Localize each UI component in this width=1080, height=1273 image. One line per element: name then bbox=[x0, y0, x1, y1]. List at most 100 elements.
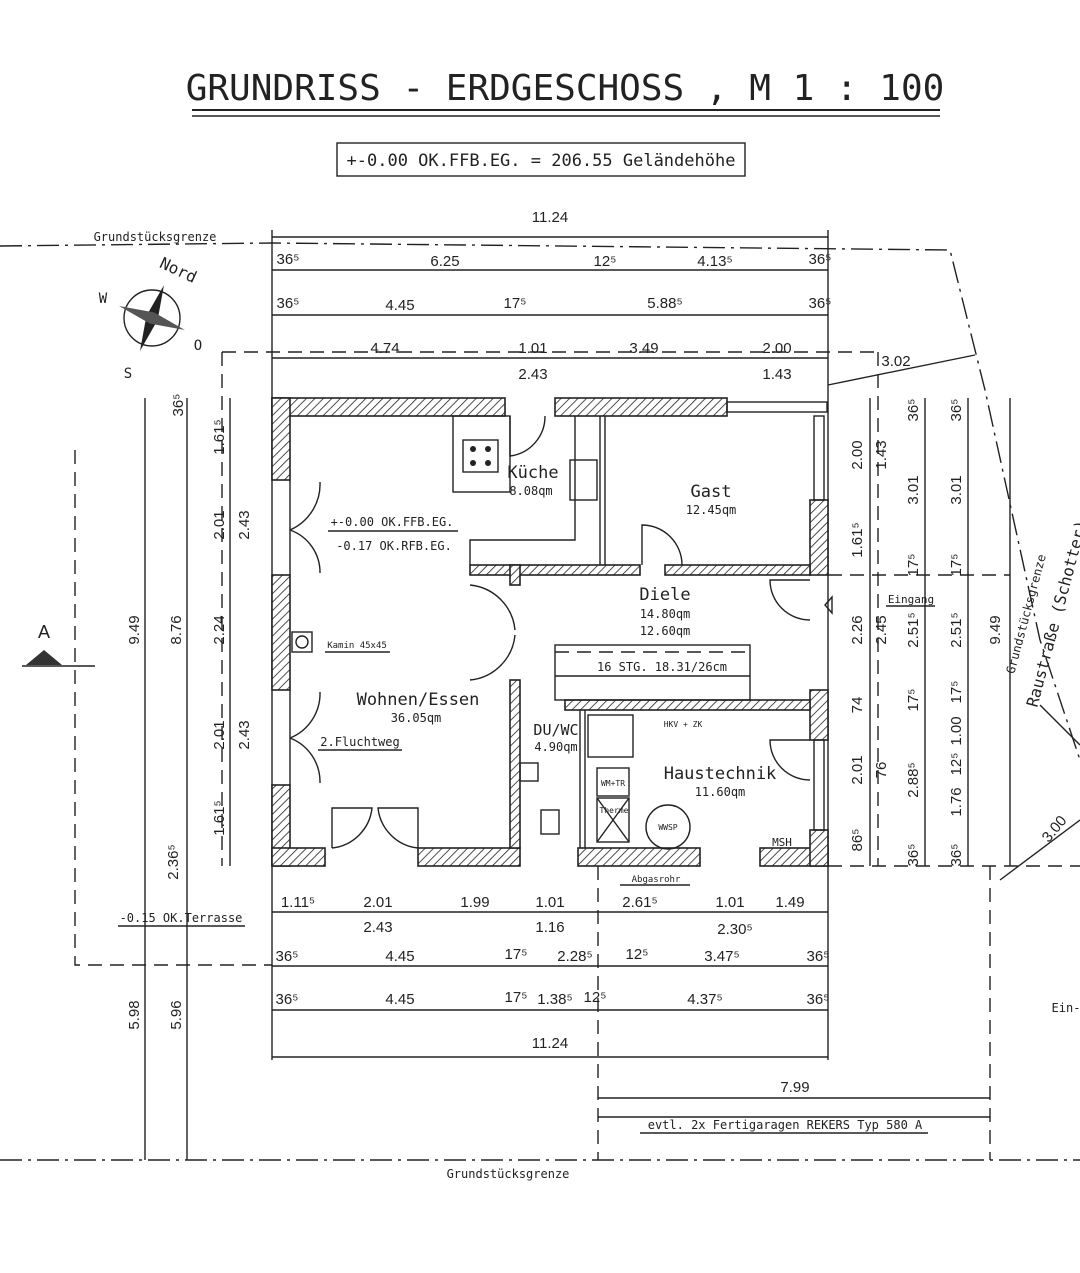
dimension-lines bbox=[74, 230, 1080, 1160]
fluchtweg-label: 2.Fluchtweg bbox=[320, 735, 399, 749]
dimension-label: 17⁵ bbox=[504, 295, 527, 312]
dimension-label: 1.61⁵ bbox=[849, 522, 866, 557]
dimension-label: 17⁵ bbox=[905, 689, 922, 712]
room-name-wohnen-essen: Wohnen/Essen bbox=[357, 690, 480, 710]
dimension-label: 86⁵ bbox=[849, 829, 866, 852]
therme-label: Therme bbox=[600, 806, 629, 815]
kamin-label: Kamin 45x45 bbox=[327, 641, 387, 651]
dimension-label: 36⁵ bbox=[277, 295, 300, 312]
dimension-label: 2.51⁵ bbox=[948, 612, 965, 647]
dimension-label: 17⁵ bbox=[948, 681, 965, 704]
dimension-label: 1.49 bbox=[775, 894, 804, 911]
street-width-dim: 3.00 bbox=[1039, 812, 1071, 845]
room-name-gast: Gast bbox=[691, 482, 732, 502]
garage-label: evtl. 2x Fertigaragen REKERS Typ 580 A bbox=[648, 1118, 923, 1132]
dimension-label: 74 bbox=[849, 697, 866, 714]
ein-label: Ein- bbox=[1052, 1001, 1080, 1015]
dimension-label: 6.25 bbox=[430, 253, 459, 270]
dimension-label: 11.24 bbox=[532, 209, 568, 226]
dimension-label: 1.38⁵ bbox=[537, 991, 572, 1008]
dimension-label: 36⁵ bbox=[276, 948, 299, 965]
dimension-label: 5.98 bbox=[126, 1000, 143, 1029]
room-area-wohnen-essen: 36.05qm bbox=[391, 711, 442, 725]
dimension-label: 1.43 bbox=[762, 366, 791, 383]
dimension-label: 17⁵ bbox=[948, 554, 965, 577]
dimension-label: 36⁵ bbox=[905, 844, 922, 867]
dimension-label: 2.24 bbox=[211, 615, 228, 644]
dimension-label: 1.43 bbox=[873, 440, 890, 469]
dimension-label: 36⁵ bbox=[905, 399, 922, 422]
property-boundary-lines bbox=[0, 242, 1080, 1161]
dimension-label: 76 bbox=[873, 762, 890, 779]
wmtr-label: WM+TR bbox=[601, 779, 625, 788]
compass-icon bbox=[119, 285, 185, 351]
room-name-du-wc: DU/WC bbox=[533, 721, 578, 739]
abgasrohr-label: Abgasrohr bbox=[632, 875, 681, 885]
dimension-label: 36⁵ bbox=[807, 948, 830, 965]
dimension-label: 36⁵ bbox=[807, 991, 830, 1008]
dimension-label: 4.45 bbox=[385, 991, 414, 1008]
dimension-label: 9.49 bbox=[126, 615, 143, 644]
dimension-label: 2.88⁵ bbox=[905, 762, 922, 797]
dimension-label: 1.61⁵ bbox=[211, 419, 228, 454]
dimension-label: 3.47⁵ bbox=[704, 948, 739, 965]
dimension-label: 36⁵ bbox=[277, 251, 300, 268]
rfb-level: -0.17 OK.RFB.EG. bbox=[336, 539, 452, 553]
dimension-label: 2.00 bbox=[762, 340, 791, 357]
dimension-label: 5.88⁵ bbox=[647, 295, 682, 312]
dimension-label: 36⁵ bbox=[948, 844, 965, 867]
dimension-label: 2.00 bbox=[849, 440, 866, 469]
exterior-walls bbox=[271, 397, 829, 867]
dimension-label: 5.96 bbox=[168, 1000, 185, 1029]
dimension-label: 2.43 bbox=[236, 720, 253, 749]
dimension-label: 2.01 bbox=[211, 510, 228, 539]
dimension-label: 2.30⁵ bbox=[717, 921, 752, 938]
compass-west-label: W bbox=[99, 291, 108, 307]
wwsp-label: WWSP bbox=[658, 823, 677, 832]
dimension-label: 4.37⁵ bbox=[687, 991, 722, 1008]
dimension-label: 4.45 bbox=[385, 948, 414, 965]
dimension-label: 2.01 bbox=[211, 720, 228, 749]
boundary-label-bottom: Grundstücksgrenze bbox=[447, 1167, 570, 1181]
compass-east-label: O bbox=[194, 338, 202, 354]
dimension-label: 12⁵ bbox=[584, 989, 607, 1006]
dimension-label: 2.43 bbox=[363, 919, 392, 936]
room-area-diele: 14.80qm bbox=[640, 607, 691, 621]
hkv-label: HKV + ZK bbox=[664, 720, 703, 729]
dimension-label: 1.11⁵ bbox=[281, 894, 315, 911]
boundary-label-top: Grundstücksgrenze bbox=[94, 230, 217, 244]
dimension-label: 11.24 bbox=[532, 1035, 568, 1052]
compass-north-label: Nord bbox=[157, 253, 200, 287]
dimension-label: 1.61⁵ bbox=[211, 800, 228, 835]
ffb-level: +-0.00 OK.FFB.EG. bbox=[331, 515, 454, 529]
room-area-kueche: 8.08qm bbox=[509, 484, 552, 498]
compass-south-label: S bbox=[124, 366, 132, 382]
dimension-label: 2.51⁵ bbox=[905, 612, 922, 647]
underlines bbox=[118, 530, 935, 1134]
room-area-haustechnik: 11.60qm bbox=[695, 785, 746, 799]
section-marker-icon bbox=[26, 650, 62, 665]
room-name-kueche: Küche bbox=[507, 463, 558, 483]
section-marker-label: A bbox=[38, 622, 50, 642]
dimension-label: 1.99 bbox=[460, 894, 489, 911]
dimension-label: 3.49 bbox=[629, 340, 658, 357]
dimension-label: 1.16 bbox=[535, 919, 564, 936]
elevation-note: +-0.00 OK.FFB.EG. = 206.55 Geländehöhe bbox=[347, 151, 736, 171]
dimension-label: 3.01 bbox=[948, 475, 965, 504]
room-area-du-wc: 4.90qm bbox=[534, 740, 577, 754]
room-area-gast: 12.45qm bbox=[686, 503, 737, 517]
dimension-label: 2.43 bbox=[518, 366, 547, 383]
dimension-label: 9.49 bbox=[987, 615, 1004, 644]
dimension-label: 36⁵ bbox=[948, 399, 965, 422]
dimension-label: 3.01 bbox=[905, 475, 922, 504]
msh-label: MSH bbox=[772, 836, 792, 849]
dimension-label: 2.36⁵ bbox=[165, 844, 182, 879]
interior-walls bbox=[469, 416, 811, 849]
dimension-label: 2.45 bbox=[873, 615, 890, 644]
dimension-label: 2.61⁵ bbox=[622, 894, 657, 911]
dimension-label: 36⁵ bbox=[809, 295, 832, 312]
stairs-label: 16 STG. 18.31/26cm bbox=[597, 660, 727, 674]
dimension-label: 17⁵ bbox=[905, 554, 922, 577]
dimension-label: 4.45 bbox=[385, 297, 414, 314]
corner-dim: 3.02 bbox=[881, 353, 910, 370]
